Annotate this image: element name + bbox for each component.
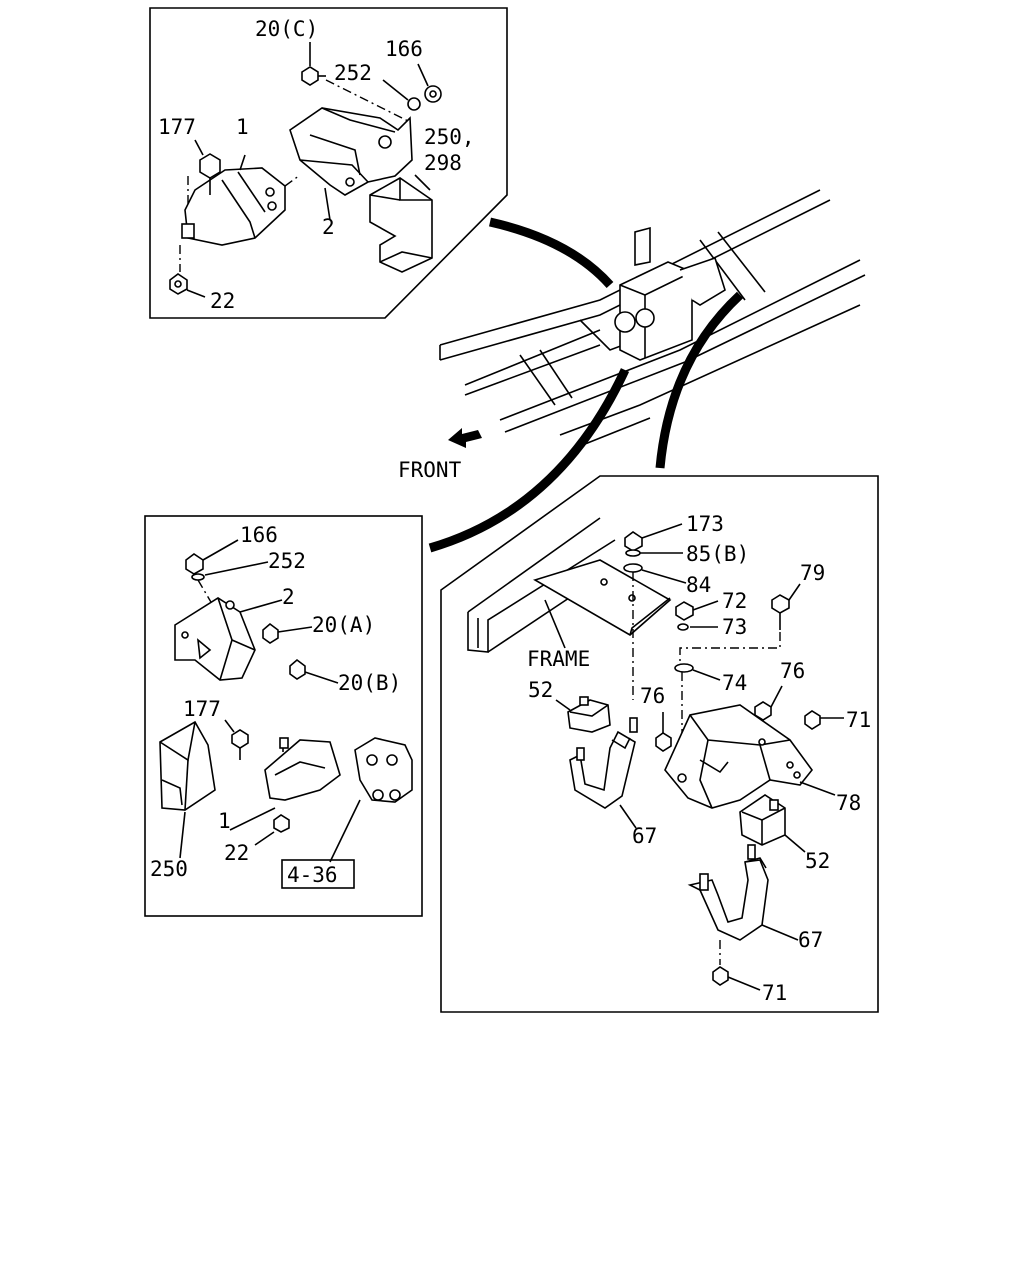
label-20a: 20(A) bbox=[312, 613, 375, 637]
engine-block bbox=[614, 226, 726, 361]
front-arrow-icon bbox=[448, 428, 482, 448]
insulator-52-left bbox=[555, 696, 611, 733]
label-front: FRONT bbox=[398, 458, 462, 482]
nut-166 bbox=[417, 63, 442, 103]
callout-curve-top bbox=[489, 217, 614, 289]
washer-252 bbox=[382, 79, 421, 111]
label-1-left: 1 bbox=[218, 809, 231, 833]
bracket-2 bbox=[289, 107, 413, 221]
left-detail-panel: 166 252 2 20(A) 20(B) 177 1 22 250 4-36 bbox=[144, 515, 423, 917]
label-71-top: 71 bbox=[846, 708, 871, 732]
nut-72 bbox=[675, 600, 719, 621]
label-76-left: 76 bbox=[640, 684, 665, 708]
label-1-top: 1 bbox=[236, 115, 249, 139]
label-52-left: 52 bbox=[528, 678, 553, 702]
bracket-2-left bbox=[174, 597, 283, 681]
bracket-67-right bbox=[687, 844, 799, 941]
label-ref-box[interactable]: 4-36 bbox=[287, 863, 338, 887]
label-177-top: 177 bbox=[158, 115, 196, 139]
mount-1-left bbox=[229, 737, 341, 831]
nut-22 bbox=[169, 245, 206, 298]
label-85b: 85(B) bbox=[686, 542, 749, 566]
insulator-52-right bbox=[739, 794, 806, 853]
label-20b: 20(B) bbox=[338, 671, 401, 695]
label-177-left: 177 bbox=[183, 697, 221, 721]
nut-166-left bbox=[185, 539, 239, 575]
nut-71-top bbox=[804, 710, 844, 730]
nut-22-left bbox=[254, 814, 290, 846]
label-72: 72 bbox=[722, 589, 747, 613]
label-67-left: 67 bbox=[632, 824, 657, 848]
label-84: 84 bbox=[686, 573, 711, 597]
right-detail-panel: FRAME bbox=[440, 475, 879, 1013]
frame-segment bbox=[467, 517, 672, 653]
label-250-left: 250 bbox=[150, 857, 188, 881]
insulator-250-298 bbox=[369, 174, 433, 273]
label-166-left: 166 bbox=[240, 523, 278, 547]
callout-curve-right bbox=[655, 291, 744, 469]
label-74: 74 bbox=[722, 671, 747, 695]
washer-74 bbox=[674, 663, 721, 681]
nut-76-left bbox=[655, 712, 672, 752]
bolt-177 bbox=[194, 139, 221, 195]
ref-box bbox=[281, 859, 355, 889]
bolt-20a bbox=[262, 622, 313, 644]
label-298-top: 298 bbox=[424, 151, 462, 175]
washer-85b bbox=[625, 549, 683, 557]
bracket-67-left bbox=[569, 717, 638, 829]
label-52-right: 52 bbox=[805, 849, 830, 873]
label-71-bottom: 71 bbox=[762, 981, 787, 1005]
label-252-top: 252 bbox=[334, 61, 372, 85]
cross-member-78 bbox=[664, 704, 836, 809]
top-detail-panel: 20(C) 166 252 177 1 250, 298 2 22 bbox=[149, 7, 508, 319]
bolt-20b bbox=[289, 658, 339, 684]
bolt-177-left bbox=[224, 719, 249, 760]
label-166-top: 166 bbox=[385, 37, 423, 61]
label-22-left: 22 bbox=[224, 841, 249, 865]
chassis-overview: FRONT bbox=[398, 189, 866, 553]
bolt-79 bbox=[771, 583, 801, 630]
label-67-right: 67 bbox=[798, 928, 823, 952]
nut-71-bottom bbox=[712, 940, 761, 991]
nut-76-right bbox=[754, 685, 783, 721]
label-2-left: 2 bbox=[282, 585, 295, 609]
label-20c: 20(C) bbox=[255, 17, 318, 41]
bolt-20c bbox=[301, 42, 326, 86]
callout-curve-left bbox=[428, 368, 630, 553]
label-252-left: 252 bbox=[268, 549, 306, 573]
label-78: 78 bbox=[836, 791, 861, 815]
reference-bracket bbox=[329, 737, 413, 863]
washer-73 bbox=[677, 623, 718, 631]
label-frame: FRAME bbox=[527, 647, 590, 671]
label-22-top: 22 bbox=[210, 289, 235, 313]
nut-173 bbox=[624, 523, 683, 552]
label-250-top: 250, bbox=[424, 125, 475, 149]
insulator-250-left bbox=[159, 720, 216, 859]
label-2-top: 2 bbox=[322, 215, 335, 239]
label-76-right: 76 bbox=[780, 659, 805, 683]
label-79: 79 bbox=[800, 561, 825, 585]
label-73: 73 bbox=[722, 615, 747, 639]
label-173: 173 bbox=[686, 512, 724, 536]
